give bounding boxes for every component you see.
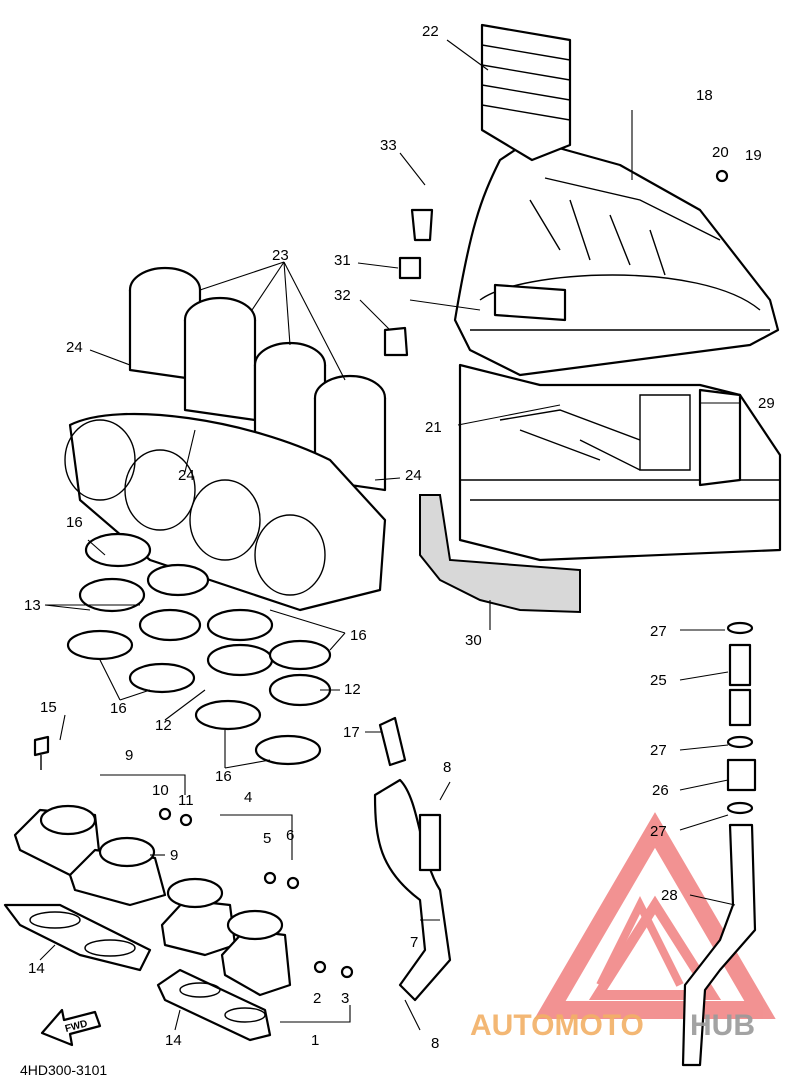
callout-2: 2 [313,990,321,1007]
breather-hoses [373,716,452,1002]
callout-16-a: 16 [66,514,83,531]
callout-29: 29 [758,395,775,412]
callout-24-a: 24 [66,339,83,356]
callout-28: 28 [661,887,678,904]
callout-1: 1 [311,1032,319,1049]
sponge-strip [419,494,581,614]
callout-3: 3 [341,990,349,1007]
callout-9-a: 9 [125,747,133,764]
callout-32: 32 [334,287,351,304]
callout-16-c: 16 [110,700,127,717]
callout-27-b: 27 [650,742,667,759]
callout-12-a: 12 [344,681,361,698]
callout-15: 15 [40,699,57,716]
clamp-set [66,532,332,766]
callout-10: 10 [152,782,169,799]
callout-14-a: 14 [28,960,45,977]
drain-line [681,621,757,1067]
callout-20: 20 [712,144,729,161]
callout-31: 31 [334,252,351,269]
callout-17: 17 [343,724,360,741]
filter-element [698,388,742,487]
duct-funnel [480,23,572,322]
watermark-text-auto: AUTOMOTO [470,1009,644,1042]
intake-manifolds [13,735,354,997]
bracket-parts [383,169,729,357]
callout-4: 4 [244,789,252,806]
callout-19: 19 [745,147,762,164]
carburetor-assembly [64,412,387,612]
watermark-text-hub: HUB [690,1009,755,1042]
air-filter-case-cover [453,138,780,377]
callout-5: 5 [263,830,271,847]
callout-27-a: 27 [650,623,667,640]
callout-18: 18 [696,87,713,104]
callout-25: 25 [650,672,667,689]
callout-14-b: 14 [165,1032,182,1049]
callout-26: 26 [652,782,669,799]
callout-24-c: 24 [178,467,195,484]
callout-7: 7 [410,934,418,951]
callout-8-a: 8 [443,759,451,776]
callout-16-b: 16 [350,627,367,644]
callout-6: 6 [286,827,294,844]
callout-16-d: 16 [215,768,232,785]
watermark-text: AUTOMOTO HUB [470,1009,755,1042]
callout-12-b: 12 [155,717,172,734]
callout-21: 21 [425,419,442,436]
callout-27-c: 27 [650,823,667,840]
leader-lines [39,39,740,1031]
callout-9-b: 9 [170,847,178,864]
callout-23: 23 [272,247,289,264]
callout-13: 13 [24,597,41,614]
callout-11: 11 [178,792,194,809]
callout-labels: 22 33 31 32 18 20 19 21 29 30 23 24 24 2… [24,23,775,1052]
callout-30: 30 [465,632,482,649]
callout-24-b: 24 [405,467,422,484]
callout-22: 22 [422,23,439,40]
callout-33: 33 [380,137,397,154]
fwd-arrow: FWD [40,1008,102,1047]
gaskets [3,903,272,1042]
callout-8-b: 8 [431,1035,439,1052]
diagram-code: 4HD300-3101 [20,1062,107,1078]
watermark-logo [534,812,776,1019]
